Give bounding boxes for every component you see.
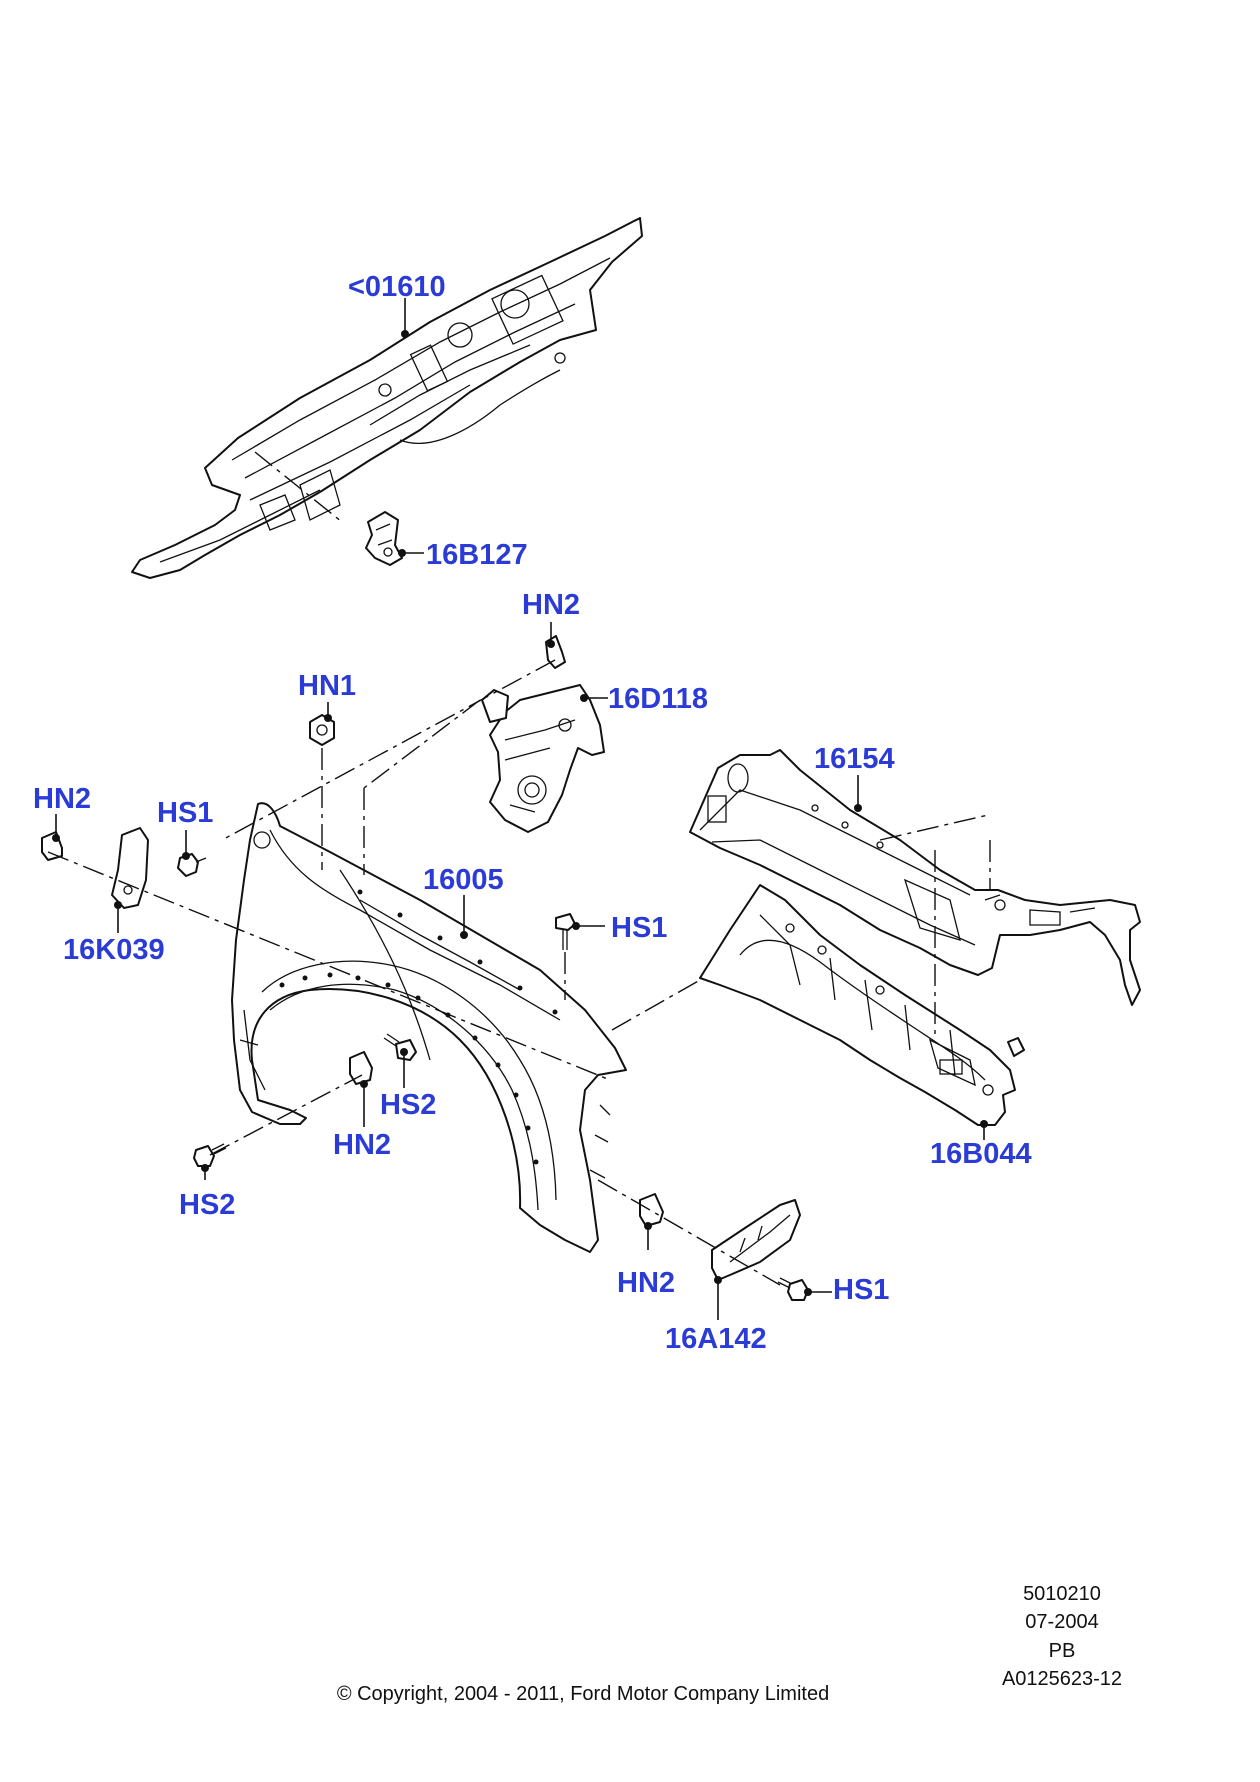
- callout-16005: 16005: [423, 864, 504, 896]
- drawing-reference: A0125623-12: [1002, 1668, 1122, 1690]
- callout-16d118: 16D118: [608, 683, 708, 715]
- fender-16005-drawing: [231, 802, 627, 1253]
- apron-rail-16154-drawing: [689, 749, 1141, 1006]
- leader-lines: [52, 298, 988, 1320]
- callout-01610: <01610: [348, 271, 446, 303]
- callout-hs1-low: HS1: [833, 1274, 889, 1306]
- callout-16a142: 16A142: [665, 1323, 767, 1355]
- wheelhouse-apron-16b044-drawing: [699, 884, 1025, 1126]
- copyright-notice: © Copyright, 2004 - 2011, Ford Motor Com…: [337, 1683, 829, 1705]
- alignment-lines: [47, 451, 991, 1286]
- footer: 5010210 07-2004 PB A0125623-12 © Copyrig…: [337, 1583, 1122, 1705]
- callout-16b127: 16B127: [426, 539, 528, 571]
- callout-hs2-low: HS2: [179, 1189, 235, 1221]
- bracket-16b127-drawing: [365, 511, 403, 566]
- callout-hs1-mid: HS1: [611, 912, 667, 944]
- bracket-16a142-drawing: [711, 1199, 801, 1281]
- bolt-hs1-mid: [555, 913, 576, 950]
- callout-hs1-left: HS1: [157, 797, 213, 829]
- fender-rivets: [279, 889, 558, 1165]
- clip-hn2-low: [639, 1193, 664, 1227]
- drawing-date: 07-2004: [1025, 1611, 1098, 1633]
- callout-hn2-mid: HN2: [333, 1129, 391, 1161]
- fasteners: [41, 714, 809, 1301]
- cowl-panel-drawing: [131, 217, 643, 579]
- callout-hn2-left: HN2: [33, 783, 91, 815]
- bracket-16k039-drawing: [111, 827, 149, 909]
- callout-16k039: 16K039: [63, 934, 165, 966]
- callout-hn1: HN1: [298, 670, 356, 702]
- callout-hn2-top: HN2: [522, 589, 580, 621]
- callout-hn2-low: HN2: [617, 1267, 675, 1299]
- nut-hn1: [309, 714, 335, 746]
- drawing-number: 5010210: [1023, 1583, 1101, 1605]
- bolt-hs2-mid: [383, 1033, 417, 1061]
- callout-labels: <01610 16B127 HN2 16D118 HN1 16154 HN2 H…: [33, 271, 1032, 1355]
- bolt-hs1-low: [777, 1277, 809, 1301]
- bolt-hs1-left: [177, 853, 207, 877]
- bracket-16d118-drawing: [481, 684, 605, 833]
- bolt-hs2-low: [193, 1143, 227, 1167]
- callout-16154: 16154: [814, 743, 895, 775]
- clip-hn2-mid: [349, 1051, 373, 1085]
- drawing-code: PB: [1049, 1640, 1076, 1662]
- callout-hs2-mid: HS2: [380, 1089, 436, 1121]
- callout-16b044: 16B044: [930, 1138, 1032, 1170]
